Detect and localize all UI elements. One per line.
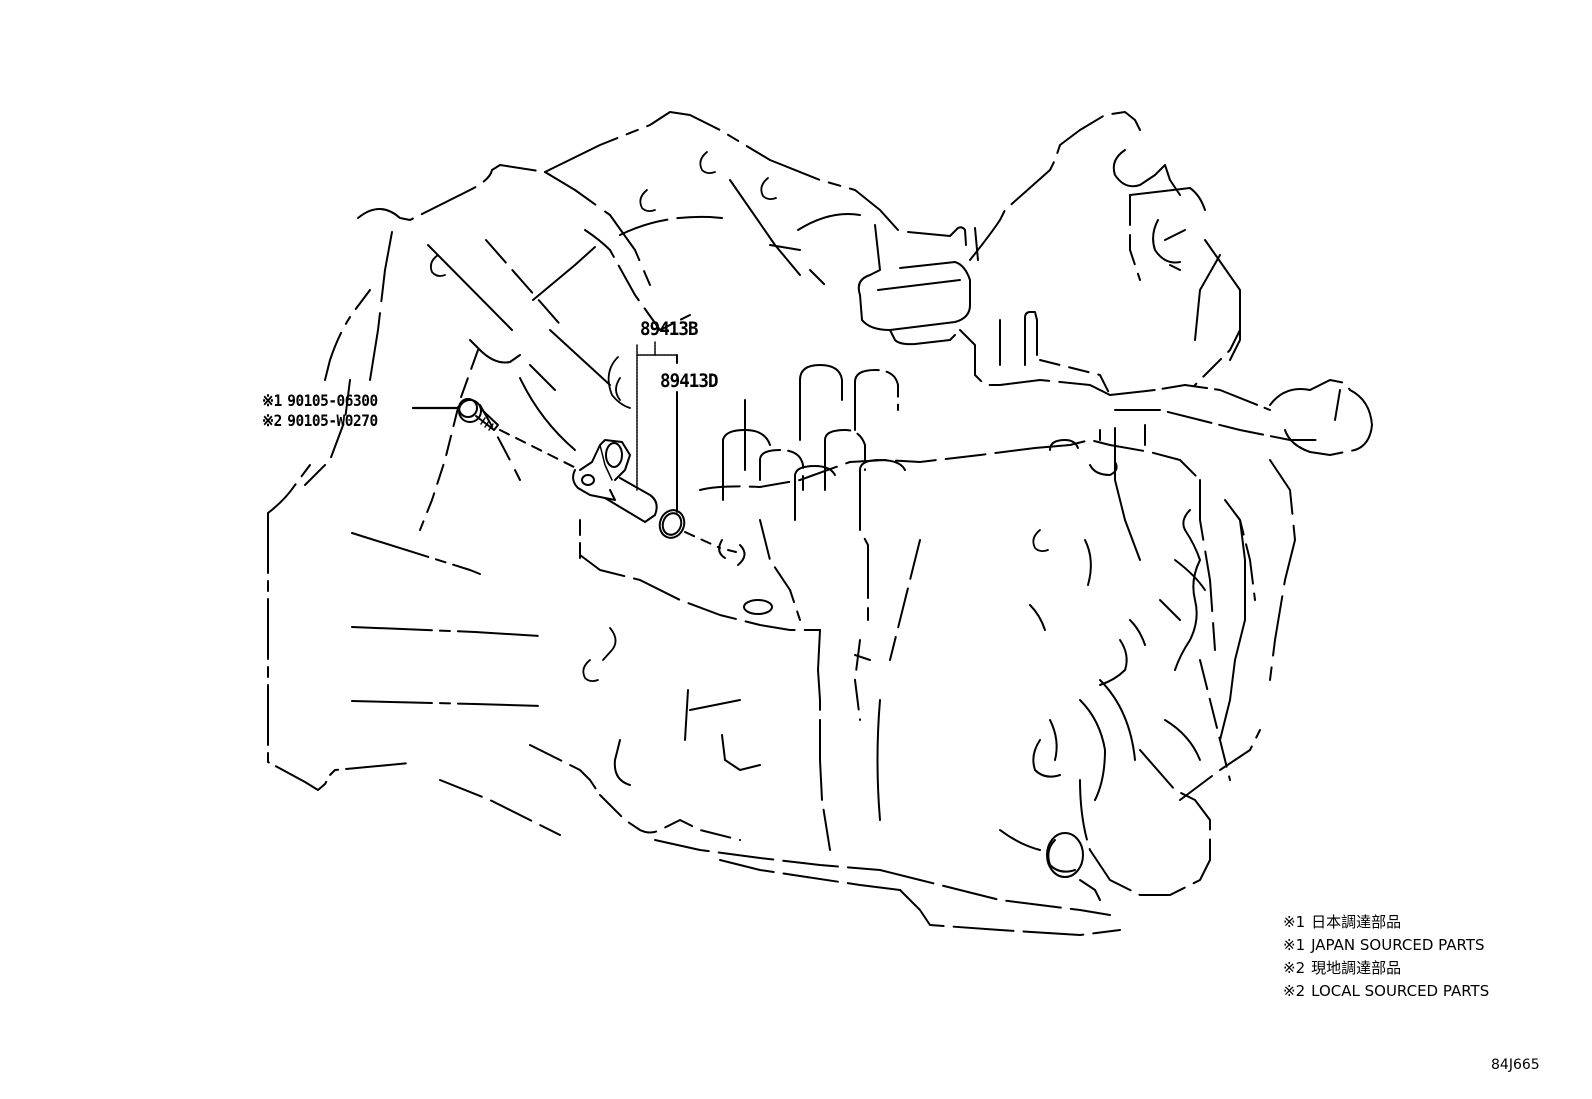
transaxle-case xyxy=(579,364,1036,851)
bolt-icon xyxy=(458,398,499,431)
bolt-callout-line-2: ※2 90105-W0270 xyxy=(262,411,378,430)
o-ring-part-number[interactable]: 89413D xyxy=(660,370,719,392)
leader-lines xyxy=(411,341,678,513)
bolt-part-number-japan[interactable]: 90105-06300 xyxy=(287,391,378,410)
housing-ribs xyxy=(351,179,861,707)
bolt-callout-line-1: ※1 90105-06300 xyxy=(262,391,378,410)
speed-sensor-parts xyxy=(458,398,746,566)
bolt-hole-marks xyxy=(429,151,1049,683)
sensor-part-number[interactable]: 89413B xyxy=(640,318,699,340)
right-case-and-differential xyxy=(999,424,1296,901)
mark-2: ※2 xyxy=(262,411,282,430)
upper-bracket-and-pipes xyxy=(857,111,1373,476)
speed-sensor-icon xyxy=(572,439,658,523)
illustration-ref-code: 84J665 xyxy=(1491,1057,1540,1073)
mark-1: ※1 xyxy=(262,391,282,410)
bolt-part-number-local[interactable]: 90105-W0270 xyxy=(287,411,378,430)
o-ring-icon xyxy=(658,509,686,539)
bell-housing-outline xyxy=(267,111,899,791)
lower-case xyxy=(439,539,1121,936)
